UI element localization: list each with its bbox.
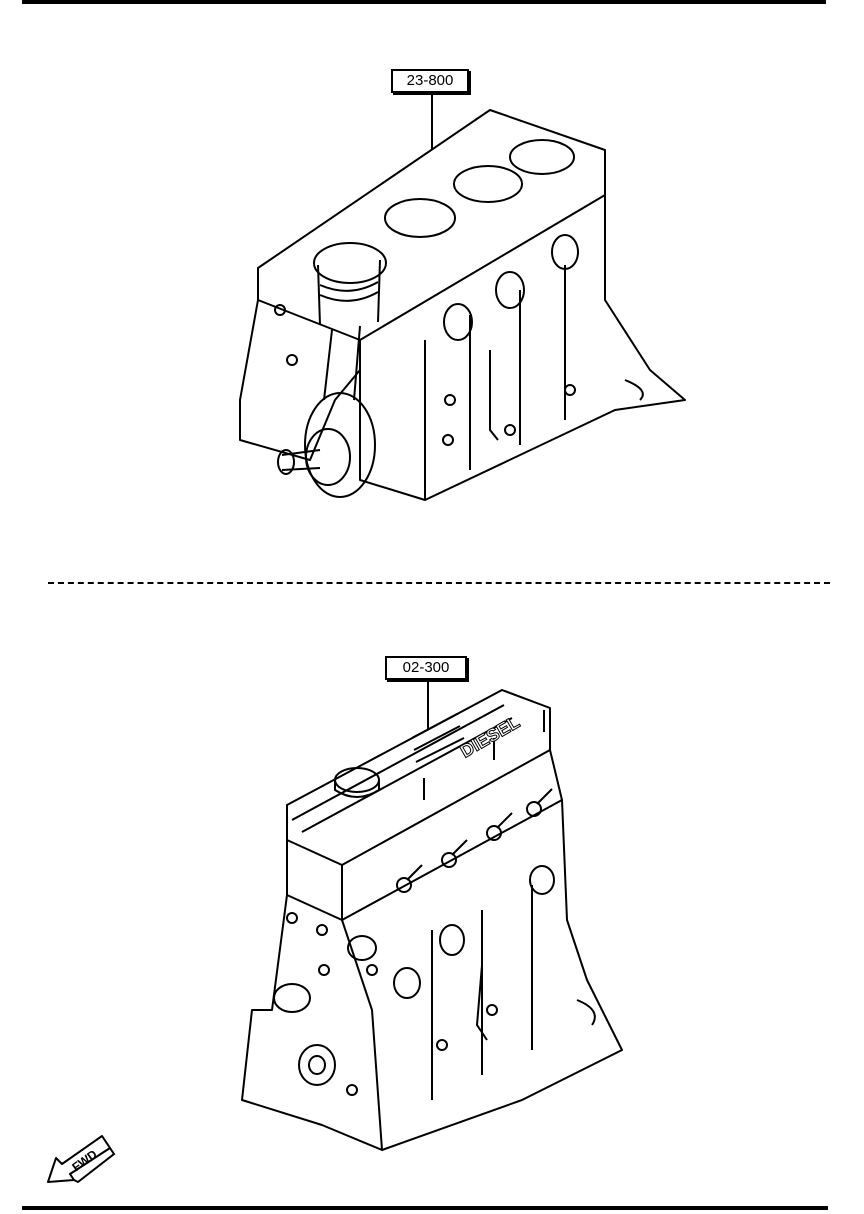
- engine-assembly-illustration: DIESEL: [241, 689, 623, 1151]
- fwd-arrow-icon: FWD: [47, 1135, 116, 1184]
- leader-line-short-block: [431, 91, 433, 163]
- section-divider: [48, 582, 830, 584]
- callout-engine-assembly[interactable]: 02-300: [385, 656, 467, 680]
- short-block-illustration: [239, 109, 686, 501]
- callout-short-block[interactable]: 23-800: [391, 69, 469, 93]
- bottom-rule: [22, 1206, 828, 1210]
- leader-line-engine-assembly: [427, 678, 429, 736]
- top-rule: [22, 0, 826, 4]
